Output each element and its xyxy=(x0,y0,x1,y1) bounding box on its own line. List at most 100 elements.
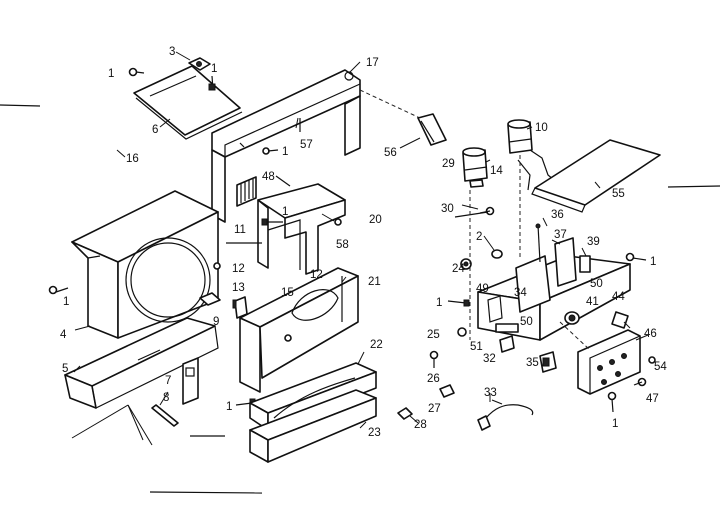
callout-26: 26 xyxy=(427,373,440,385)
part-9-clip xyxy=(199,292,221,306)
part-8-rod xyxy=(151,404,179,427)
callout-32: 32 xyxy=(483,353,496,365)
callout-1f: 1 xyxy=(436,297,442,309)
dash-17-56 xyxy=(359,89,421,119)
part-21-panel xyxy=(239,267,359,393)
part-41-knob xyxy=(564,311,580,325)
part-48-grille xyxy=(236,175,291,207)
callout-57: 57 xyxy=(300,139,313,151)
callout-27: 27 xyxy=(428,403,441,415)
part-20-bracket xyxy=(257,183,346,275)
callout-28: 28 xyxy=(414,419,427,431)
callout-12b: 12 xyxy=(310,269,323,281)
part-28-clip xyxy=(397,407,413,420)
callout-7: 7 xyxy=(165,375,171,387)
callout-21: 21 xyxy=(368,276,381,288)
callout-47: 47 xyxy=(646,393,659,405)
callout-56: 56 xyxy=(384,147,397,159)
callout-11: 11 xyxy=(234,224,246,236)
part-56-panel xyxy=(417,113,447,146)
callout-55: 55 xyxy=(612,188,625,200)
callout-16: 16 xyxy=(126,153,139,165)
callout-41: 41 xyxy=(586,296,599,308)
callout-6: 6 xyxy=(152,124,158,136)
callout-12a: 12 xyxy=(232,263,245,275)
callout-44: 44 xyxy=(612,291,625,303)
callout-50b: 50 xyxy=(520,316,533,328)
callout-14: 14 xyxy=(490,165,503,177)
callout-29: 29 xyxy=(442,158,455,170)
control-base-assembly xyxy=(477,237,631,341)
part-26-screw xyxy=(429,350,439,368)
callout-1d: 1 xyxy=(282,206,288,218)
part-24-grommet xyxy=(460,258,472,270)
screw-1a xyxy=(128,67,145,77)
callout-46: 46 xyxy=(644,328,657,340)
callout-9: 9 xyxy=(213,316,219,328)
callout-1h: 1 xyxy=(226,401,232,413)
scan-line-left xyxy=(0,104,41,107)
part-47-screw xyxy=(633,377,647,387)
callout-1e: 1 xyxy=(650,256,656,268)
part-10-motor xyxy=(507,119,561,186)
part-7-bracket xyxy=(182,357,199,405)
callout-13: 13 xyxy=(232,282,245,294)
callout-1b: 1 xyxy=(211,63,217,75)
callout-37: 37 xyxy=(554,229,567,241)
part-14-wire xyxy=(517,155,531,260)
callout-30: 30 xyxy=(441,203,454,215)
callout-24: 24 xyxy=(452,263,465,275)
callout-35: 35 xyxy=(526,357,539,369)
callout-1a: 1 xyxy=(108,68,114,80)
callout-5: 5 xyxy=(62,363,68,375)
callout-36: 36 xyxy=(551,209,564,221)
callout-58: 58 xyxy=(336,239,349,251)
callout-51: 51 xyxy=(470,341,483,353)
callout-labels: 1 3 1 6 17 57 1 56 10 29 14 55 16 48 11 … xyxy=(60,46,667,439)
part-44-screw xyxy=(611,311,629,329)
part-4-shroud xyxy=(71,190,219,339)
callout-34: 34 xyxy=(514,287,527,299)
screw-1g xyxy=(607,391,617,413)
callout-3: 3 xyxy=(169,46,175,58)
part-29-motor xyxy=(462,147,488,188)
part-2-bushing xyxy=(491,249,503,259)
part-54-screw xyxy=(648,356,656,364)
callout-1c: 1 xyxy=(282,146,288,158)
callout-54: 54 xyxy=(654,361,667,373)
screw-1c xyxy=(48,285,69,295)
part-55-panel xyxy=(531,139,661,213)
callout-4: 4 xyxy=(60,329,67,341)
screw-1-57 xyxy=(262,147,279,155)
screw-1f xyxy=(447,299,470,307)
part-23-base-tray xyxy=(249,389,377,463)
callout-17: 17 xyxy=(366,57,379,69)
part-33-cord xyxy=(477,399,534,431)
part-6-top-bracket xyxy=(133,65,243,140)
part-3-clip xyxy=(188,57,211,71)
part-17-top-cover xyxy=(211,69,361,223)
callout-39: 39 xyxy=(587,236,600,248)
scan-line-bottom xyxy=(149,491,263,494)
screw-12 xyxy=(213,262,221,270)
part-32-capacitor xyxy=(499,335,515,353)
callout-8: 8 xyxy=(163,392,169,404)
part-27-clip xyxy=(439,384,455,398)
callout-50a: 50 xyxy=(590,278,603,290)
leader-fan-lines xyxy=(71,404,153,446)
part-37-rod xyxy=(535,223,541,263)
callout-1g: 1 xyxy=(63,296,69,308)
callout-23: 23 xyxy=(368,427,381,439)
callout-2: 2 xyxy=(476,231,482,243)
callout-1i: 1 xyxy=(612,418,618,430)
part-25-grommet xyxy=(457,327,467,337)
scan-line-right xyxy=(667,185,720,188)
part-30-screw xyxy=(454,206,495,218)
callout-22: 22 xyxy=(370,339,383,351)
callout-15: 15 xyxy=(281,287,294,299)
leader-lines xyxy=(73,51,649,429)
part-46-control-panel xyxy=(577,329,641,395)
callout-33: 33 xyxy=(484,387,497,399)
